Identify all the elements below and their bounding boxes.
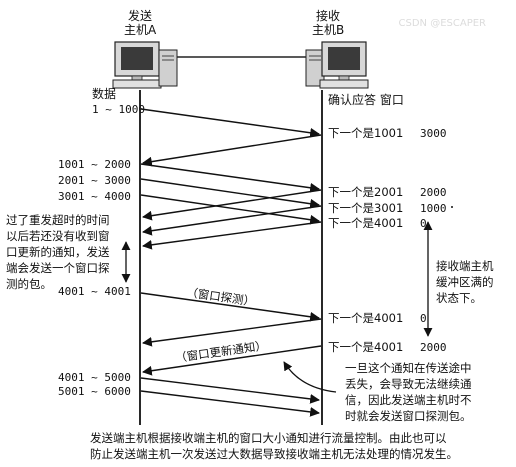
ack-label-6: 下一个是4001 [328,340,403,354]
ack-label-5: 下一个是4001 [328,311,403,325]
ack-label-3: 下一个是3001 [328,201,403,215]
arrow-window-update [142,345,322,376]
timeout-note-line: 端会发送一个窗口探 [6,261,110,275]
data-label-probe-4001: 4001 ~ 4001 [58,285,131,298]
ack-label-1: 下一个是1001 [328,126,403,140]
ack-label-4: 下一个是4001 [328,216,403,230]
data-label-4001-5000: 4001 ~ 5000 [58,371,131,384]
watermark: CSDN @ESCAPER [399,18,487,29]
arrow-ack-4001-probe-reply [142,318,322,347]
timeout-note-line: 口更新的通知，发送 [6,245,110,259]
buffer-full-note-line: 接收端主机 [436,259,494,273]
arrow-data-1-1000 [140,108,320,138]
sender-label-line1: 发送 [128,8,152,23]
arrow-ack-2001 [142,189,322,221]
buffer-full-note: 接收端主机 缓冲区满的 状态下。 [436,258,494,306]
timeout-note-line: 过了重发超时的时间 [6,213,110,227]
arrow-ack-1001 [142,134,322,167]
arrow-data-2001-3000 [140,178,320,209]
arrow-window-probe [140,292,320,322]
data-header: 数据 [92,86,116,101]
stray-dot [451,206,453,208]
data-label-5001-6000: 5001 ~ 6000 [58,385,131,398]
ack-window-4: 0 [420,217,427,230]
arrow-data-1001-2000 [140,163,320,193]
ack-window-2: 2000 [420,186,447,199]
figure-caption: 发送端主机根据接收端主机的窗口大小通知进行流量控制。由此也可以 防止发送端主机一… [90,430,458,462]
lost-update-note-line: 一旦这个通知在传送途中 [345,361,472,375]
timeout-note-line: 测的包。 [6,277,52,291]
arrow-data-3001-4000 [140,194,320,225]
figure-caption-line: 防止发送端主机一次发送过大数据导致接收端主机无法处理的情况发生。 [90,447,458,461]
timeout-note-line: 以后若还没有收到窗 [6,229,110,243]
ack-label-2: 下一个是2001 [328,185,403,199]
arrow-ack-3001 [142,205,322,236]
lost-note-pointer-arrow [283,361,337,393]
ack-window-6: 2000 [420,341,447,354]
arrow-data-4001-5000 [140,377,320,404]
ack-window-3: 1000 [420,202,447,215]
figure-caption-line: 发送端主机根据接收端主机的窗口大小通知进行流量控制。由此也可以 [90,431,447,445]
ack-window-5: 0 [420,312,427,325]
arrow-data-5001-6000 [140,390,320,417]
timeout-note: 过了重发超时的时间 以后若还没有收到窗 口更新的通知，发送 端会发送一个窗口探 … [6,212,110,292]
lost-update-note: 一旦这个通知在传送途中 丢失，会导致无法继续通 信，因此发送端主机时不 时就会发… [345,360,472,424]
ack-window-header: 确认应答 窗口 [328,92,404,107]
arrow-ack-4001-zero [142,221,322,250]
lost-update-note-line: 丢失，会导致无法继续通 [345,377,472,391]
receiver-label-line1: 接收 [316,8,340,23]
data-label-3001-4000: 3001 ~ 4000 [58,190,131,203]
receiver-computer-icon [305,41,369,89]
buffer-full-note-line: 缓冲区满的 [436,275,494,289]
lost-update-note-line: 时就会发送窗口探测包。 [345,409,472,423]
receiver-label-line2: 主机B [312,23,344,37]
probe-arrow-label: （窗口探测） [186,285,256,308]
sender-computer-icon [112,41,178,89]
buffer-full-note-line: 状态下。 [436,291,482,305]
data-label-1001-2000: 1001 ~ 2000 [58,158,131,171]
data-label-2001-3000: 2001 ~ 3000 [58,174,131,187]
data-label-1-1000: 1 ~ 1000 [92,103,145,116]
lost-update-note-line: 信，因此发送端主机时不 [345,393,472,407]
ack-window-1: 3000 [420,127,447,140]
sender-label-line2: 主机A [124,23,157,37]
